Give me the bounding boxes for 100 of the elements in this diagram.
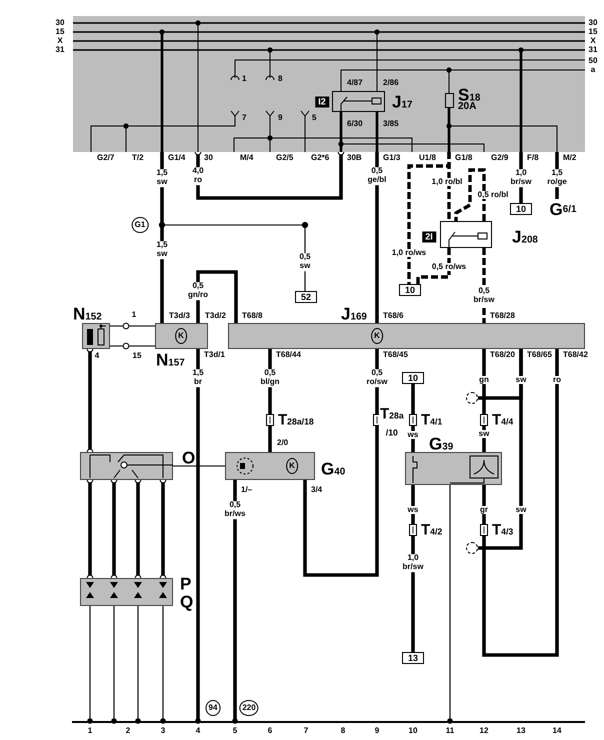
wire: [447, 152, 451, 221]
reference-number: 94: [206, 700, 220, 716]
terminal-label: X: [589, 37, 597, 45]
pin-label: G2/9: [490, 154, 510, 162]
wire-reference-box: 13: [402, 652, 424, 664]
wire-label: 1,0 ro/ws: [390, 249, 428, 257]
wire: [110, 345, 155, 347]
pin-label: G1/4: [167, 154, 186, 162]
terminal-label: X: [56, 37, 64, 45]
ground-bus-line: [72, 721, 585, 723]
track-number: 6: [266, 727, 274, 735]
pin-label: M/2: [562, 154, 578, 162]
shield-symbol: [466, 392, 478, 404]
wire: [303, 349, 379, 577]
wire-label: sw: [478, 430, 490, 438]
pin-label: T68/6: [382, 312, 404, 320]
shield-symbol: [466, 542, 478, 554]
wire: [411, 485, 415, 652]
control-unit-symbol: K: [286, 458, 298, 474]
track-number: 4: [194, 727, 202, 735]
control-unit-symbol: K: [175, 328, 187, 344]
wire: [375, 152, 379, 323]
wire: [482, 349, 486, 452]
wire: [482, 248, 486, 323]
terminal-label: 31: [54, 46, 66, 54]
pin-label: T68/42: [562, 351, 589, 359]
pin-label: M/4: [239, 154, 254, 162]
track-number: 5: [232, 727, 238, 735]
terminal-label: 50: [588, 57, 598, 65]
wire-label: gr: [479, 506, 489, 514]
terminal-label: 31: [588, 46, 598, 54]
wire-label: sw: [514, 376, 528, 384]
wire: [135, 606, 141, 724]
wire-label: 1,5 sw: [155, 241, 169, 259]
pin-label: 4/87: [346, 79, 364, 87]
wire-label: 0,5 bl/gn: [259, 369, 281, 387]
wire-label: 0,5 sw: [298, 253, 312, 271]
terminal-label: 15: [54, 28, 66, 36]
track-number: 3: [160, 727, 166, 735]
wire: [478, 349, 523, 400]
wire: [173, 465, 225, 467]
pin-label: T68/8: [241, 312, 264, 320]
component-label: S$_{18}$: [458, 86, 480, 104]
component-label: J$_{169}$: [341, 306, 367, 322]
wire-label: 1,0 ro/bl: [430, 178, 464, 186]
track-number: 10: [408, 727, 418, 735]
track-number: 9: [374, 727, 380, 735]
wire-label: ro: [552, 376, 562, 384]
track-number: 14: [552, 727, 562, 735]
wire: [87, 606, 93, 724]
track-number: 7: [302, 727, 310, 735]
wire-reference-box: 10: [510, 203, 532, 215]
pin-label: T68/20: [489, 351, 516, 359]
wire: [411, 384, 415, 452]
pin-label: 5: [311, 114, 318, 122]
component-label: J$_{208}$: [512, 228, 538, 246]
component-label: G$_{39}$: [429, 436, 454, 452]
wire: [482, 349, 559, 657]
pin-label: G2*6: [310, 154, 330, 162]
wire-label: 0,5 ro/ws: [430, 263, 468, 271]
pin-label: T3d/1: [203, 351, 226, 359]
wire: [195, 349, 201, 724]
component-label: J$_{17}$: [392, 94, 412, 110]
pin-label: 1: [130, 311, 138, 319]
wire-reference-box: 10: [402, 372, 424, 384]
pin-label: T/2: [131, 154, 145, 162]
wire-reference-box: 52: [295, 291, 317, 303]
pin-label: 9: [277, 114, 284, 122]
wire: [232, 480, 238, 724]
wire-label: 0,5 ro/sw: [366, 369, 388, 387]
wire: [110, 325, 155, 327]
wire-label: 0,5 br/sw: [472, 287, 496, 305]
component-label: N$_{152}$: [73, 306, 102, 322]
pin-label: 4: [94, 352, 100, 360]
wire-reference-box: 10: [399, 284, 421, 296]
pin-label: 30: [203, 154, 214, 162]
pin-label: T68/45: [382, 351, 409, 359]
track-number: 8: [340, 727, 346, 735]
pin-label: T3d/3: [168, 312, 191, 320]
terminal-label: 15: [588, 28, 598, 36]
track-number: 13: [516, 727, 526, 735]
wire-label: 1,0 br/sw: [510, 169, 532, 187]
wire-label: 1,0 br/sw: [402, 554, 424, 572]
position-badge: I2: [315, 96, 329, 108]
wire-label: 1,5 br: [191, 369, 205, 387]
pin-label: G1/3: [382, 154, 402, 162]
pin-label: 6/30: [346, 120, 364, 128]
pin-label: 7: [241, 114, 248, 122]
wire: [454, 168, 486, 221]
wire-label: 0,5 ro/bl: [476, 191, 510, 199]
pin-label: T68/28: [489, 312, 516, 320]
pin-label: 3/4: [310, 486, 324, 494]
wire-label: 0,5 br/ws: [224, 501, 246, 519]
pin-label: T3d/2: [204, 312, 227, 320]
component-label: G$_{40}$: [321, 460, 346, 478]
pin-label: 1/–: [240, 486, 254, 494]
component-label: N$_{157}$: [156, 352, 185, 368]
wire-label: ws: [406, 506, 420, 514]
wire-label: 4,0 ro: [191, 167, 205, 185]
terminal-label: 30: [588, 19, 598, 27]
